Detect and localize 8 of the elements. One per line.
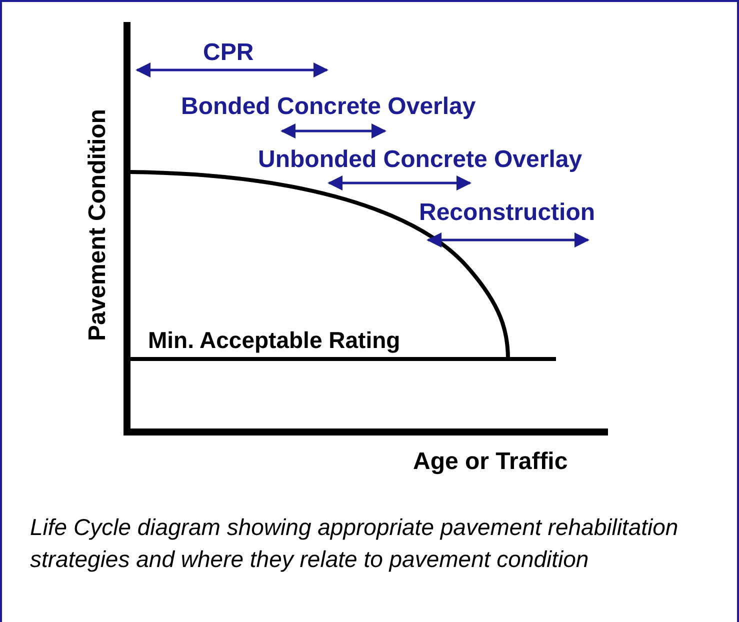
strategy-label: Unbonded Concrete Overlay xyxy=(258,148,582,172)
axis-label: Pavement Condition xyxy=(86,108,110,342)
strategy-label: CPR xyxy=(203,41,254,65)
caption: Life Cycle diagram showing appropriate pavement rehabilitation strategies and where they relate to pavement condition xyxy=(30,513,680,574)
strategy-label: Bonded Concrete Overlay xyxy=(181,95,476,119)
threshold-label: Min. Acceptable Rating xyxy=(148,329,400,352)
axis-label: Age or Traffic xyxy=(413,450,568,474)
strategy-label: Reconstruction xyxy=(419,201,596,225)
